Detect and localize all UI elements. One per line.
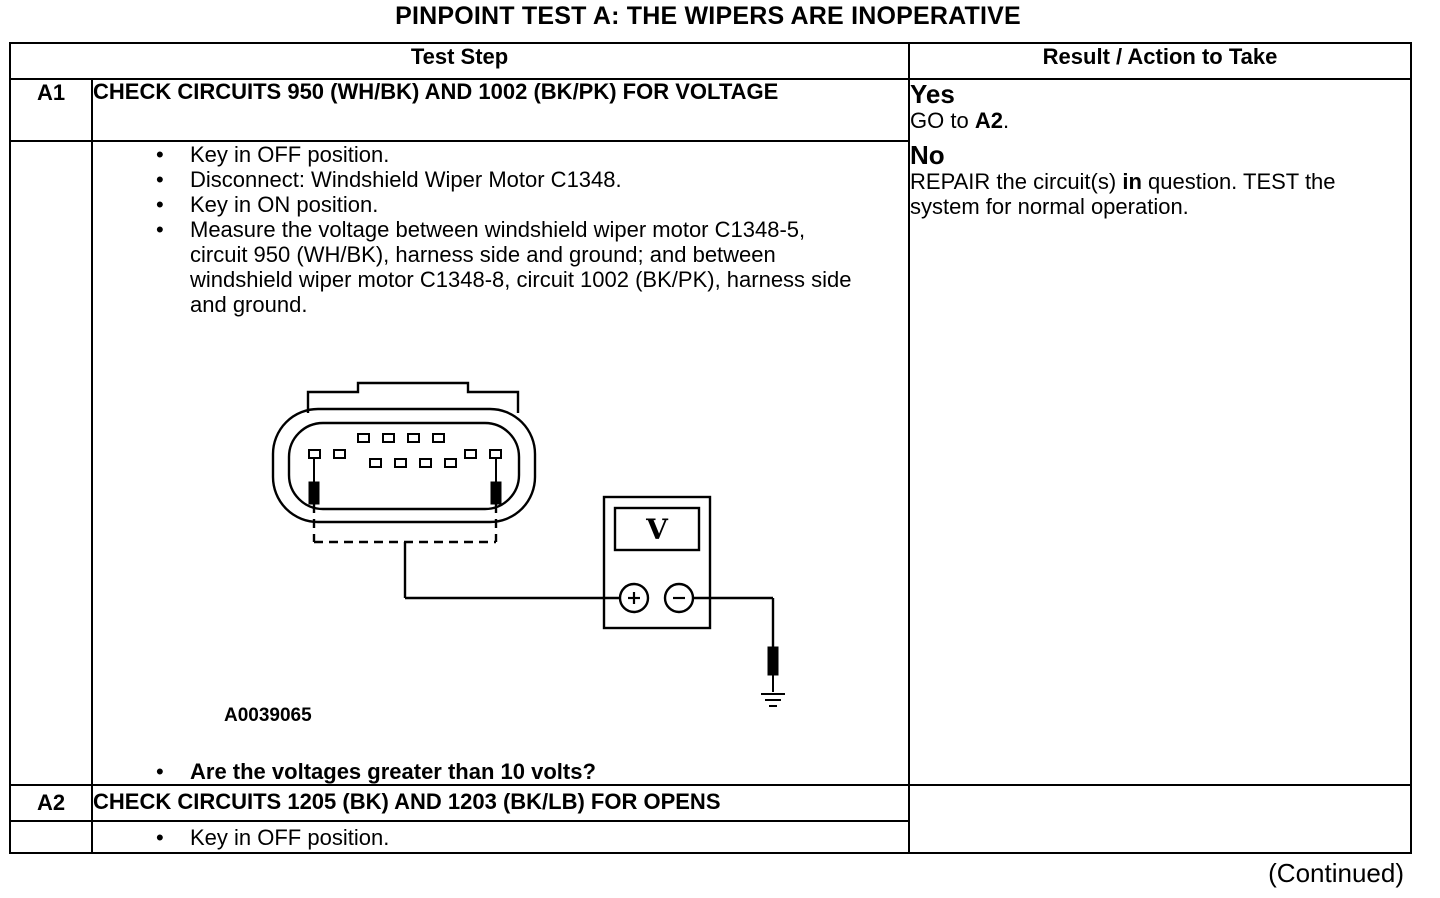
result-yes-prefix: GO to [910,108,975,133]
step-id-a2: A2 [9,784,93,822]
probe-leads [308,458,620,600]
result-yes-target: A2 [974,108,1003,133]
continued-label: (Continued) [1268,858,1404,888]
result-no-label: No [910,140,945,170]
connector-c1348 [271,381,537,524]
step-bullets-a1: •Key in OFF position. •Disconnect: Winds… [93,142,908,317]
bullet-item: •Key in ON position. [156,192,379,217]
step-id-spacer-a1 [9,140,93,786]
result-yes-action: GO to A2. [910,108,1410,133]
meter-terminal-marks [628,592,685,604]
step-id-a1: A1 [9,78,93,142]
step-id-spacer-a2 [9,820,93,854]
step-body-a2: •Key in OFF position. [90,820,911,854]
bullet-item: •Key in OFF position. [156,825,390,850]
step-question-a1: •Are the voltages greater than 10 volts? [93,759,908,784]
connector-voltmeter-diagram: V A0039065 [224,381,785,726]
step-title-a2: CHECK CIRCUITS 1205 (BK) AND 1203 (BK/LB… [90,784,911,822]
result-no-action: REPAIR the circuit(s) in question. TEST … [910,169,1410,219]
step-title-a1: CHECK CIRCUITS 950 (WH/BK) AND 1002 (BK/… [90,78,911,142]
result-cell-a1: Yes GO to A2. No REPAIR the circuit(s) i… [908,78,1413,786]
result-no-prefix: REPAIR the circuit(s) [910,169,1123,194]
header-test-step: Test Step [8,42,911,80]
result-yes-suffix: . [1002,108,1010,133]
pinpoint-test-table: Test Step Result / Action to Take A1 CHE… [8,42,1413,854]
step-body-a1: •Key in OFF position. •Disconnect: Winds… [90,140,911,786]
ground-symbol-icon [761,693,785,707]
bullet-item: •Disconnect: Windshield Wiper Motor C134… [156,167,622,192]
page-title: PINPOINT TEST A: THE WIPERS ARE INOPERAT… [395,2,1021,30]
voltmeter-symbol: V [645,513,669,546]
bullet-item: •Key in OFF position. [156,142,390,167]
result-no-suffix: question. TEST the system for normal ope… [910,169,1336,219]
result-yes-label: Yes [910,79,955,109]
step-bullets-a2: •Key in OFF position. [93,825,908,850]
figure-id: A0039065 [224,705,312,726]
connector-pins [308,433,502,468]
bullet-item: •Measure the voltage between windshield … [156,217,852,317]
ground-lead [693,596,779,692]
result-no-emph: in [1122,169,1142,194]
bullet-item: •Are the voltages greater than 10 volts? [156,759,596,784]
header-result-action: Result / Action to Take [908,42,1413,80]
result-cell-a2 [908,784,1413,854]
